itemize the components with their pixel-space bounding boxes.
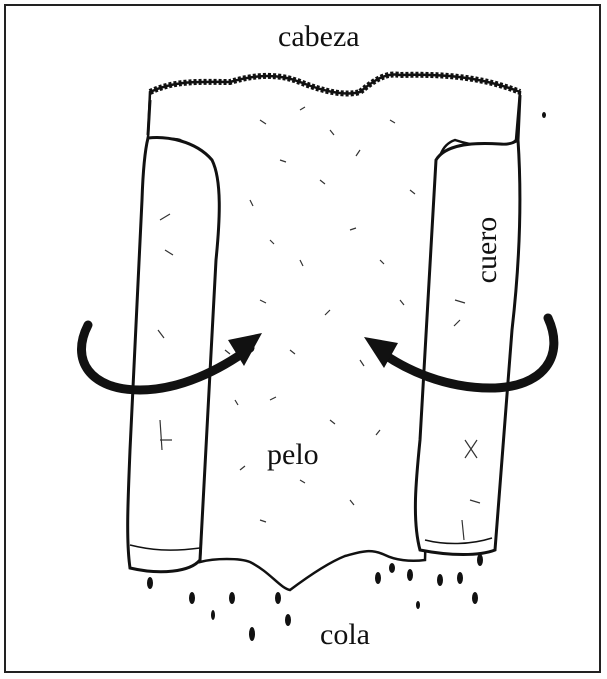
label-hair: pelo [267, 440, 319, 470]
label-tail: cola [320, 620, 370, 650]
label-leather: cuero [472, 217, 502, 284]
label-head: cabeza [278, 22, 360, 52]
